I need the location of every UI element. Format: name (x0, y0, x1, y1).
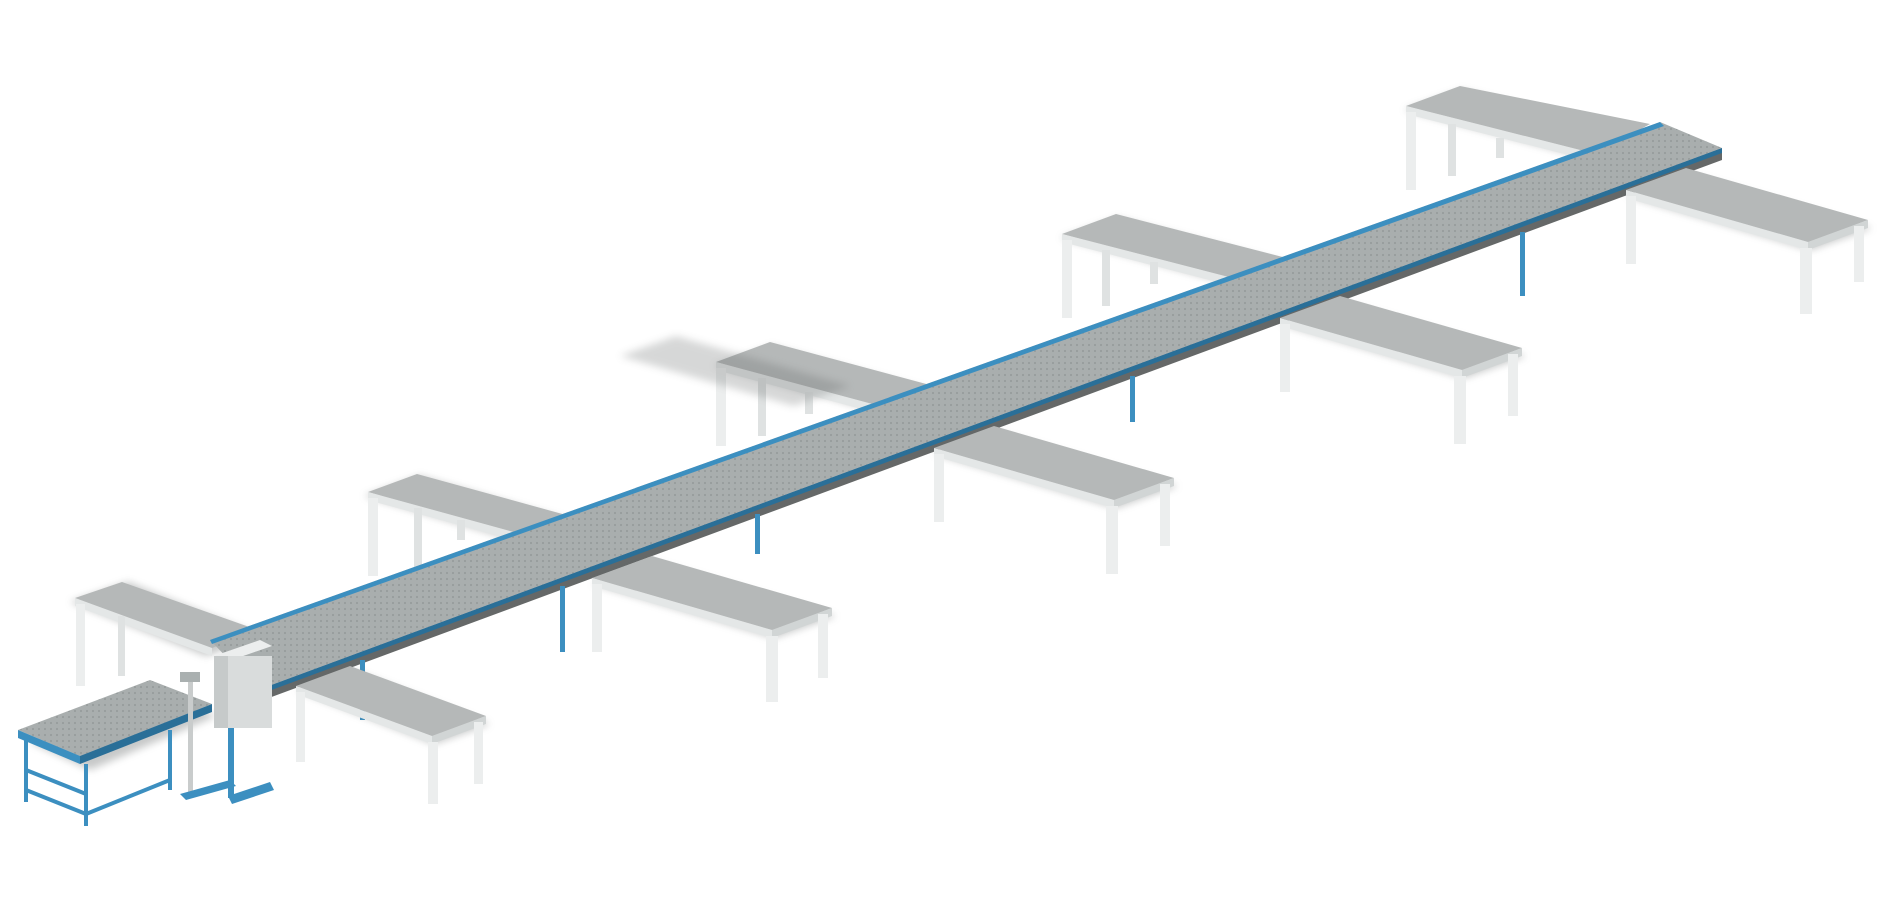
workstation-table (1280, 296, 1526, 444)
electrical-cabinet (214, 640, 274, 804)
scanner-stand (180, 672, 236, 800)
roller-conveyor (210, 122, 1722, 720)
workstation-table (620, 336, 850, 406)
workstation-table (1060, 214, 1304, 318)
workstation-table (70, 582, 262, 686)
workstation-table (592, 556, 836, 702)
workstation-table (1404, 86, 1652, 190)
workstation-table (934, 426, 1178, 574)
workstation-table (296, 666, 490, 804)
infeed-conveyor (18, 680, 216, 826)
workstation-table (1626, 168, 1872, 314)
